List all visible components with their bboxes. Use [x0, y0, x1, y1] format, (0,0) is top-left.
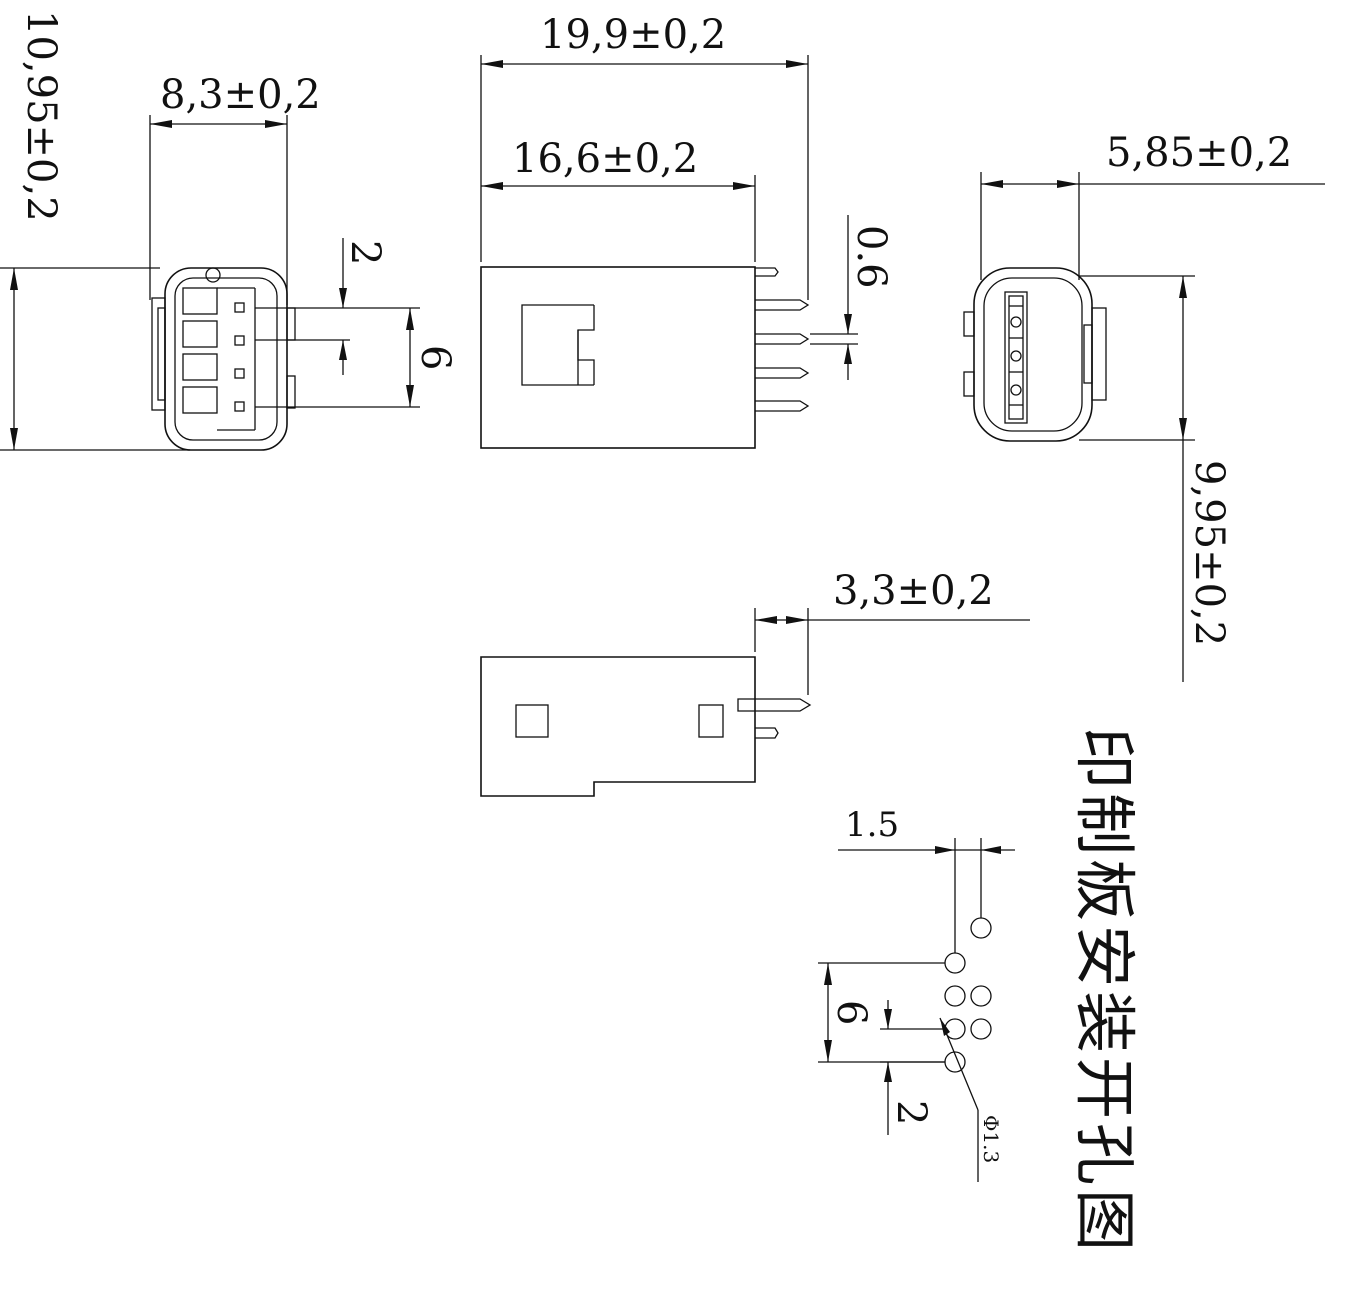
overall-height-label: 10,95±0,2 [18, 10, 64, 222]
front-view [151, 267, 296, 451]
pitch-front-label: 2 [342, 240, 388, 265]
overall-length-label: 19,9±0,2 [540, 12, 726, 58]
pcb-offset-label: 1.5 [845, 805, 899, 845]
body-length-label: 16,6±0,2 [512, 136, 698, 182]
dim-pcb-offset: 1.5 [838, 805, 1015, 953]
dim-pitch-front: 2 6 [255, 238, 458, 408]
rear-height-label: 9,95±0,2 [1186, 460, 1232, 646]
dim-overall-length: 19,9±0,2 [480, 12, 809, 300]
dim-pin-thickness: 0.6 [810, 215, 894, 380]
dim-pin-protrusion: 3,3±0,2 [754, 568, 1030, 695]
pin-protrusion-label: 3,3±0,2 [833, 568, 994, 614]
rear-width-label: 5,85±0,2 [1106, 130, 1292, 176]
hole-diameter-label: Φ1.3 [979, 1115, 1003, 1163]
side-view [480, 266, 810, 449]
dim-rear-height: 9,95±0,2 [1079, 275, 1232, 682]
pcb-layout-title: 印制板安装开孔图 [1068, 727, 1141, 1255]
dim-width-front: 8,3±0,2 [149, 72, 321, 305]
dim-hole-diameter: Φ1.3 [939, 1017, 1003, 1182]
pcb-pitch-label: 2 [888, 1100, 934, 1125]
polarity-mark-icon [205, 267, 221, 283]
pcb-hole-layout [944, 917, 992, 1073]
dim-body-length: 16,6±0,2 [481, 136, 756, 262]
dim-overall-height: 10,95±0,2 [0, 10, 190, 451]
top-view [480, 656, 812, 797]
pcb-span-label: 6 [828, 1000, 874, 1025]
width-front-label: 8,3±0,2 [160, 72, 321, 118]
dim-pcb-pitch: 2 [880, 1000, 945, 1135]
pin-thickness-label: 0.6 [848, 225, 894, 289]
dim-pcb-span: 6 [818, 962, 945, 1063]
rear-view [963, 267, 1107, 442]
span-front-label: 6 [412, 345, 458, 370]
dim-rear-width: 5,85±0,2 [980, 130, 1325, 280]
